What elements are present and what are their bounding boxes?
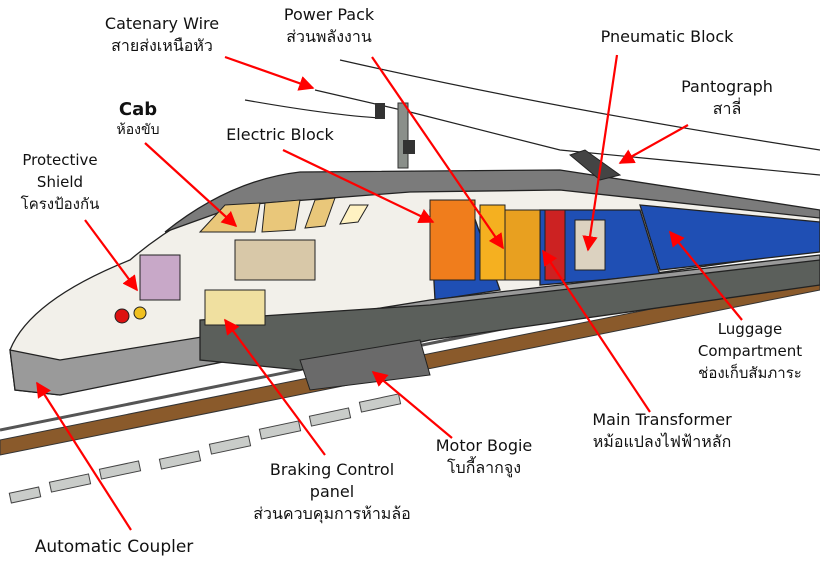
label-power-pack: Power Pack ส่วนพลังงาน: [284, 4, 374, 48]
label-en: Power Pack: [283, 5, 375, 24]
label-th: ส่วนพลังงาน: [286, 27, 372, 46]
label-en: Pantograph: [681, 77, 773, 96]
arrow-power-pack: [371, 56, 504, 250]
label-pneumatic-block: Pneumatic Block: [601, 26, 734, 48]
label-electric-block: Electric Block: [226, 124, 334, 146]
catenary-wires: [244, 59, 820, 176]
label-main-transformer: Main Transformer หม้อแปลงไฟฟ้าหลัก: [592, 409, 731, 453]
arrow-transformer: [542, 249, 651, 413]
label-luggage-compartment: Luggage Compartment ช่องเก็บสัมภาระ: [698, 318, 802, 384]
label-en-2: Shield: [36, 173, 84, 191]
label-en: Automatic Coupler: [34, 537, 194, 557]
arrow-braking: [224, 318, 326, 456]
arrow-luggage: [669, 230, 743, 321]
label-th: ห้องขับ: [116, 122, 160, 138]
callout-arrows: [36, 54, 743, 531]
arrow-catenary: [224, 55, 315, 91]
arrow-cab: [144, 142, 238, 228]
arrow-shield: [84, 219, 138, 292]
label-en: Electric Block: [226, 125, 334, 144]
label-th: โบกี้ลากจูง: [446, 458, 522, 477]
headlight-red: [114, 308, 130, 324]
label-en-1: Luggage: [717, 320, 783, 338]
arrow-electric: [282, 149, 435, 223]
arrow-pneumatic: [582, 54, 619, 252]
label-th: หม้อแปลงไฟฟ้าหลัก: [592, 432, 732, 451]
pantograph: [568, 149, 622, 181]
label-en: Main Transformer: [592, 410, 732, 429]
label-th: ช่องเก็บสัมภาระ: [698, 364, 802, 382]
motor-bogie: [299, 339, 431, 391]
arrow-bogie: [371, 371, 453, 439]
label-cab: Cab ห้องขับ: [117, 99, 160, 139]
label-protective-shield: Protective Shield โครงป้องกัน: [21, 149, 100, 215]
label-en: Catenary Wire: [104, 14, 220, 33]
headlight-yellow: [133, 306, 147, 320]
label-en: Motor Bogie: [435, 436, 533, 455]
label-catenary-wire: Catenary Wire สายส่งเหนือหัว: [105, 13, 219, 57]
label-en: Pneumatic Block: [600, 27, 734, 46]
label-th: ส่วนควบคุมการห้ามล้อ: [253, 504, 411, 523]
label-braking-control-panel: Braking Control panel ส่วนควบคุมการห้ามล…: [253, 459, 411, 525]
label-motor-bogie: Motor Bogie โบกี้ลากจูง: [436, 435, 533, 479]
label-automatic-coupler: Automatic Coupler: [35, 536, 194, 558]
label-en-2: panel: [309, 482, 355, 501]
label-th: สาลี่: [712, 99, 742, 118]
arrow-coupler: [36, 381, 132, 531]
label-pantograph: Pantograph สาลี่: [681, 76, 773, 120]
label-en: Cab: [118, 99, 158, 120]
label-th: โครงป้องกัน: [20, 195, 100, 213]
label-en-1: Braking Control: [269, 460, 395, 479]
cab-windows: [198, 197, 369, 233]
catenary-mast: [397, 102, 409, 169]
label-en-1: Protective: [22, 151, 98, 169]
label-th: สายส่งเหนือหัว: [111, 36, 213, 55]
arrow-pantograph: [618, 124, 689, 164]
label-en-2: Compartment: [697, 342, 803, 360]
internal-components: [139, 199, 606, 326]
